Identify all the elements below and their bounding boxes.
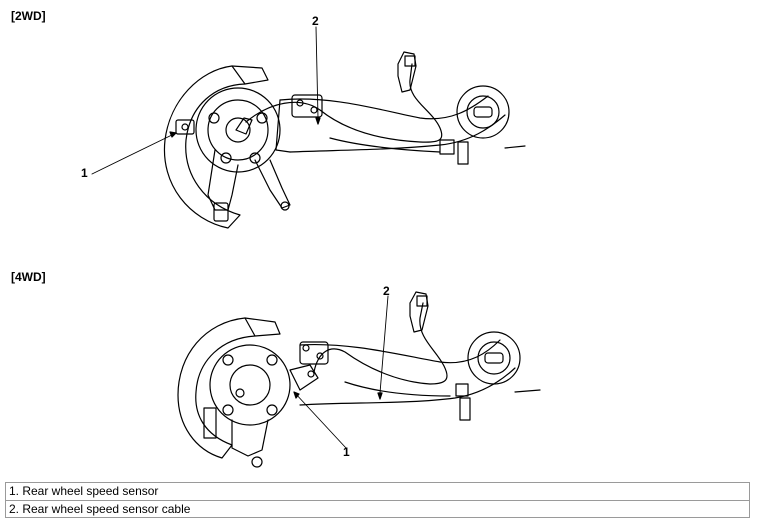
leader-4wd-sensor [293,391,347,449]
leader-2wd-sensor [91,132,177,175]
bushing-4wd [467,331,521,385]
hub-disc-2wd [195,87,281,173]
dust-shield-4wd [177,317,256,459]
assembly-4wd [177,291,541,468]
wheel-speed-sensor-2wd [175,119,195,135]
leader-4wd-cable [379,295,389,394]
cable-connector-2wd [397,51,417,93]
section-label-4wd: [4WD] [11,270,46,284]
legend-item-cable: 2. Rear wheel speed sensor cable [6,500,749,517]
callout-4wd-cable: 2 [383,284,390,298]
wheel-speed-sensor-4wd [289,364,319,391]
assembly-2wd [91,26,526,229]
suspension-diagram [91,26,541,468]
section-label-2wd: [2WD] [11,9,46,23]
callout-4wd-sensor: 1 [343,445,350,459]
bushing-2wd [456,85,510,139]
knuckle-lower-4wd [231,419,269,457]
callout-2wd-sensor: 1 [81,166,88,180]
trailing-arm-2wd [279,95,489,120]
hub-disc-4wd [209,344,291,426]
knuckle-lower-2wd [207,149,239,211]
trailing-arm-4wd [299,339,501,364]
callout-2wd-cable: 2 [312,14,319,28]
dust-shield-2wd [163,65,246,229]
speed-sensor-cable-2wd [245,63,443,143]
speed-sensor-cable-4wd [313,302,448,385]
legend-table: 1. Rear wheel speed sensor 2. Rear wheel… [5,482,750,518]
legend-item-sensor: 1. Rear wheel speed sensor [9,484,159,498]
cable-connector-4wd [409,291,429,333]
leader-2wd-cable [315,26,319,119]
